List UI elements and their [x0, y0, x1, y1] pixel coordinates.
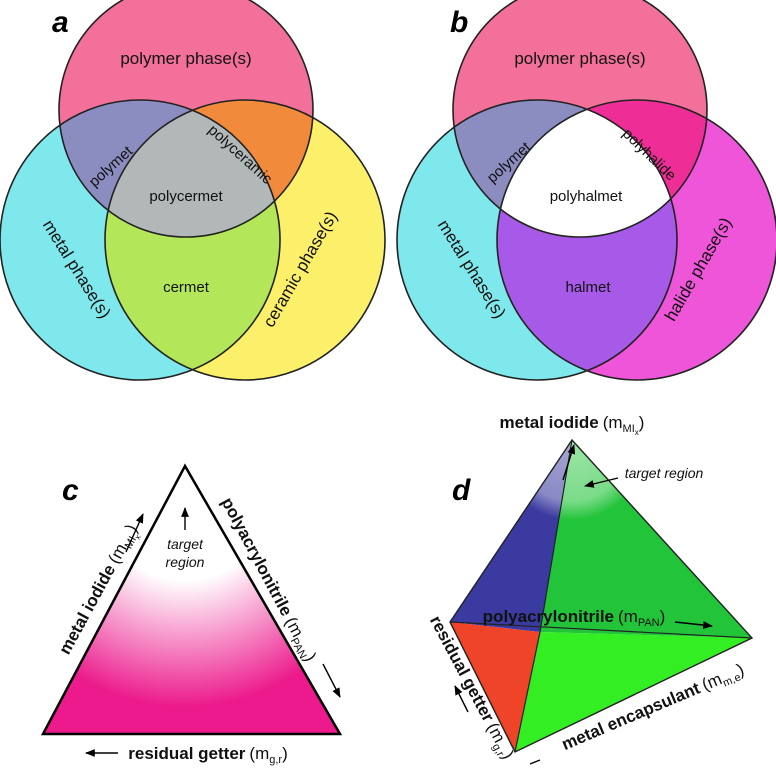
d-target-arrow — [584, 477, 619, 488]
d-top-axis-label: metal iodide(mMIx) — [500, 413, 645, 437]
panel-a-letter: a — [52, 6, 69, 39]
d-bottom-axis-arrow — [529, 759, 541, 765]
d-face-red — [450, 622, 540, 752]
d-face-lime — [515, 632, 752, 752]
a-center-region — [105, 100, 280, 237]
panel-d-letter: d — [452, 474, 471, 507]
panel-b-venn: b polymer phase(s) metal phase(s) halide… — [396, 0, 776, 381]
panel-a-venn: a polymer phase(s) metal phase(s) cerami… — [0, 0, 386, 381]
panel-d-tetrahedron: d metal iodide(mMIx) target region polya… — [426, 413, 754, 765]
panel-c-letter: c — [62, 474, 79, 507]
d-left-axis-arrow — [454, 685, 469, 713]
c-right-axis-arrow — [322, 663, 341, 698]
d-middle-axis-arrow — [674, 621, 713, 629]
c-bottom-axis-label: residual getter(mg,r) — [128, 744, 288, 766]
a-polymer-label: polymer phase(s) — [120, 49, 251, 68]
b-polymer-label: polymer phase(s) — [514, 49, 645, 68]
a-polycermet-label: polycermet — [149, 188, 223, 205]
d-middle-axis-label: polyacrylonitrile(mPAN) — [483, 607, 666, 629]
a-cermet-label: cermet — [163, 279, 210, 296]
d-top-axis-arrow — [562, 444, 576, 481]
b-halmet-label: halmet — [565, 279, 611, 296]
d-target-label: target region — [625, 465, 704, 481]
b-polyhalmet-label: polyhalmet — [550, 188, 623, 205]
c-triangle — [40, 463, 343, 736]
panel-c-ternary: c target region metal iodide(mMIx) polya… — [40, 463, 343, 766]
b-center-region — [497, 100, 677, 237]
c-left-axis-arrow — [125, 513, 144, 553]
c-target-line2: region — [166, 554, 205, 570]
c-target-line1: target — [167, 536, 204, 552]
panel-b-letter: b — [450, 6, 468, 39]
